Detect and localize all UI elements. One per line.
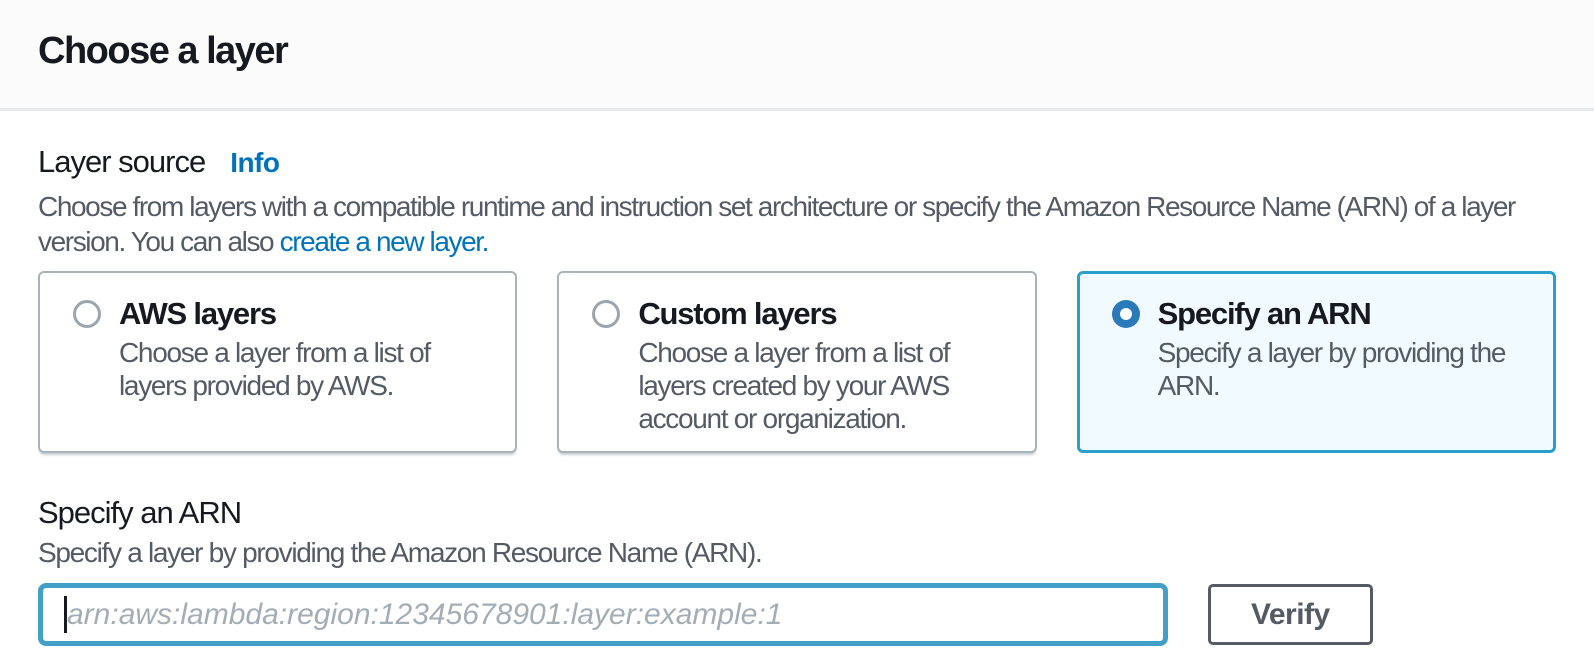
- layer-source-description: Choose from layers with a compatible run…: [38, 189, 1556, 259]
- card-specify-arn[interactable]: Specify an ARN Specify a layer by provid…: [1076, 271, 1556, 453]
- arn-input-row: Verify: [38, 583, 1556, 646]
- description-line-2: version. You can also create a new layer…: [38, 224, 1556, 259]
- arn-input[interactable]: [38, 583, 1168, 646]
- card-custom-layers-description: Choose a layer from a list of layers cre…: [638, 336, 950, 435]
- radio-specify-arn[interactable]: [1111, 300, 1140, 328]
- page-title: Choose a layer: [38, 30, 289, 72]
- card-custom-layers-title: Custom layers: [638, 296, 837, 331]
- card-desc-line: account or organization.: [638, 403, 907, 434]
- layer-source-options: AWS layers Choose a layer from a list of…: [38, 271, 1556, 453]
- radio-aws-layers[interactable]: [73, 300, 101, 328]
- dialog-body: Layer source Info Choose from layers wit…: [0, 144, 1594, 646]
- layer-source-label: Layer source: [38, 144, 206, 179]
- dialog-header: Choose a layer: [0, 0, 1594, 111]
- card-desc-line: Specify a layer by providing the: [1157, 337, 1507, 368]
- specify-arn-heading: Specify an ARN: [38, 495, 242, 530]
- arn-input-wrapper: [38, 583, 1168, 646]
- card-desc-line: layers provided by AWS.: [119, 370, 394, 401]
- info-link[interactable]: Info: [230, 147, 280, 178]
- card-desc-line: Choose a layer from a list of: [638, 337, 950, 368]
- card-desc-line: Choose a layer from a list of: [119, 337, 431, 368]
- card-aws-layers-description: Choose a layer from a list of layers pro…: [119, 336, 431, 402]
- radio-custom-layers[interactable]: [592, 300, 621, 328]
- card-desc-line: layers created by your AWS: [638, 370, 950, 401]
- specify-arn-description: Specify a layer by providing the Amazon …: [38, 537, 763, 568]
- card-desc-line: ARN.: [1157, 370, 1221, 401]
- card-custom-layers[interactable]: Custom layers Choose a layer from a list…: [557, 271, 1037, 453]
- description-line-1: Choose from layers with a compatible run…: [38, 191, 1516, 222]
- description-line-2-text: version. You can also: [38, 226, 280, 257]
- card-aws-layers[interactable]: AWS layers Choose a layer from a list of…: [38, 271, 518, 453]
- create-new-layer-link[interactable]: create a new layer.: [279, 226, 490, 257]
- card-aws-layers-title: AWS layers: [119, 296, 277, 331]
- card-specify-arn-description: Specify a layer by providing the ARN.: [1157, 336, 1507, 402]
- card-specify-arn-title: Specify an ARN: [1157, 296, 1372, 331]
- verify-button[interactable]: Verify: [1208, 584, 1373, 645]
- layer-source-label-row: Layer source Info: [38, 144, 1556, 180]
